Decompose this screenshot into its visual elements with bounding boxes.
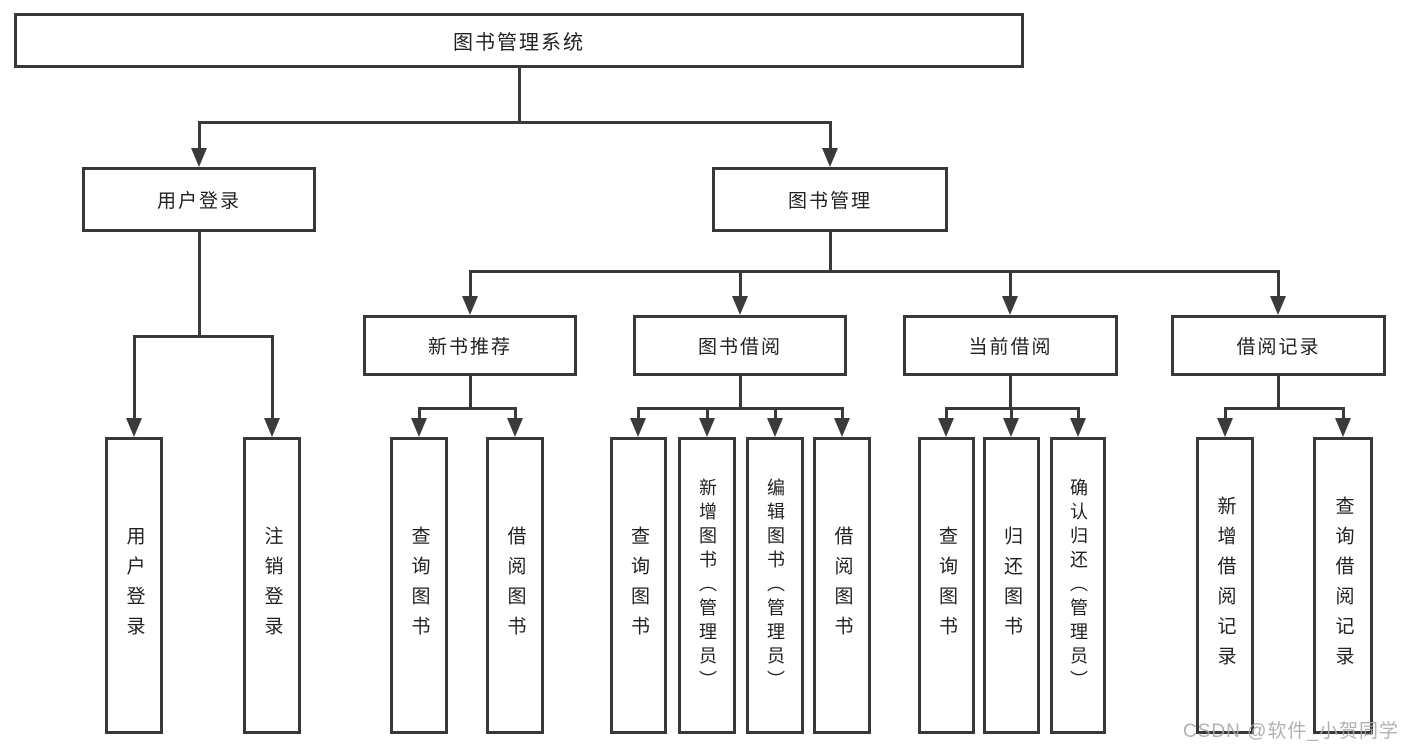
arrowhead-down-icon [1070,418,1086,437]
leaf-user-login: 用户登录 [105,437,163,734]
leaf-borrow-books: 借阅图书 [813,437,871,734]
connector-drop [418,407,421,419]
leaf-logout: 注销登录 [243,437,301,734]
leaf-confirm-return-admin: 确认归还（管理员） [1050,437,1106,734]
csdn-watermark: CSDN @软件_小贺同学 [1183,721,1399,742]
connector-stem [829,232,832,270]
connector-stem [518,68,521,121]
node-current-borrowing: 当前借阅 [903,315,1118,376]
node-borrowing-records: 借阅记录 [1171,315,1386,376]
leaf-return-books: 归还图书 [983,437,1040,734]
leaf-label: 新增借阅记录 [1214,495,1236,676]
leaf-label: 用户登录 [123,525,145,646]
connector-stem [1009,376,1012,407]
arrowhead-down-icon [507,418,523,437]
leaf-label: 新增图书（管理员） [697,477,717,694]
connector-drop [1009,270,1012,298]
connector-rail [198,121,831,124]
connector-stem [469,376,472,407]
connector-rail [469,270,1280,273]
arrowhead-down-icon [191,148,207,167]
connector-drop [133,335,136,419]
connector-drop [706,407,709,419]
leaf-query-books-recommend: 查询图书 [390,437,448,734]
leaf-label: 查询图书 [408,525,430,646]
connector-drop [271,335,274,419]
connector-drop [945,407,948,419]
leaf-borrow-books-recommend: 借阅图书 [486,437,544,734]
connector-rail [637,407,844,410]
arrowhead-down-icon [1217,418,1233,437]
connector-drop [1277,270,1280,298]
connector-stem [1277,376,1280,407]
connector-stem [198,232,201,335]
leaf-label: 查询图书 [628,525,649,646]
arrowhead-down-icon [264,418,280,437]
arrowhead-down-icon [822,148,838,167]
connector-drop [198,121,201,150]
arrowhead-down-icon [732,296,748,315]
leaf-label: 确认归还（管理员） [1068,477,1088,694]
connector-rail [133,335,274,338]
connector-rail [418,407,517,410]
node-user-login: 用户登录 [82,167,316,232]
leaf-label: 编辑图书（管理员） [765,477,785,694]
arrowhead-down-icon [462,296,478,315]
arrowhead-down-icon [126,418,142,437]
arrowhead-down-icon [699,418,715,437]
connector-stem [739,376,742,407]
connector-drop [637,407,640,419]
connector-drop [739,270,742,298]
leaf-label: 归还图书 [1001,525,1022,646]
arrowhead-down-icon [1335,418,1351,437]
connector-drop [1010,407,1013,419]
node-library-system: 图书管理系统 [14,13,1024,68]
leaf-label: 查询借阅记录 [1332,495,1354,676]
leaf-label: 借阅图书 [831,525,853,646]
arrowhead-down-icon [630,418,646,437]
arrowhead-down-icon [1002,296,1018,315]
arrowhead-down-icon [834,418,850,437]
arrowhead-down-icon [1270,296,1286,315]
node-new-book-recommend: 新书推荐 [363,315,577,376]
connector-drop [1077,407,1080,419]
leaf-query-books-current: 查询图书 [918,437,975,734]
leaf-label: 借阅图书 [504,525,526,646]
leaf-edit-books-admin: 编辑图书（管理员） [746,437,804,734]
arrowhead-down-icon [1003,418,1019,437]
node-book-borrowing: 图书借阅 [633,315,847,376]
arrowhead-down-icon [767,418,783,437]
arrowhead-down-icon [938,418,954,437]
connector-drop [774,407,777,419]
leaf-add-borrow-record: 新增借阅记录 [1196,437,1254,734]
leaf-label: 查询图书 [936,525,957,646]
connector-drop [514,407,517,419]
connector-drop [1224,407,1227,419]
arrowhead-down-icon [411,418,427,437]
leaf-label: 注销登录 [261,525,283,646]
connector-rail [1224,407,1344,410]
leaf-query-borrow-record: 查询借阅记录 [1313,437,1373,734]
node-book-management: 图书管理 [712,167,948,232]
connector-drop [1342,407,1345,419]
connector-drop [829,121,832,150]
connector-drop [469,270,472,298]
leaf-query-books-borrowing: 查询图书 [610,437,667,734]
connector-drop [841,407,844,419]
leaf-add-books-admin: 新增图书（管理员） [678,437,736,734]
